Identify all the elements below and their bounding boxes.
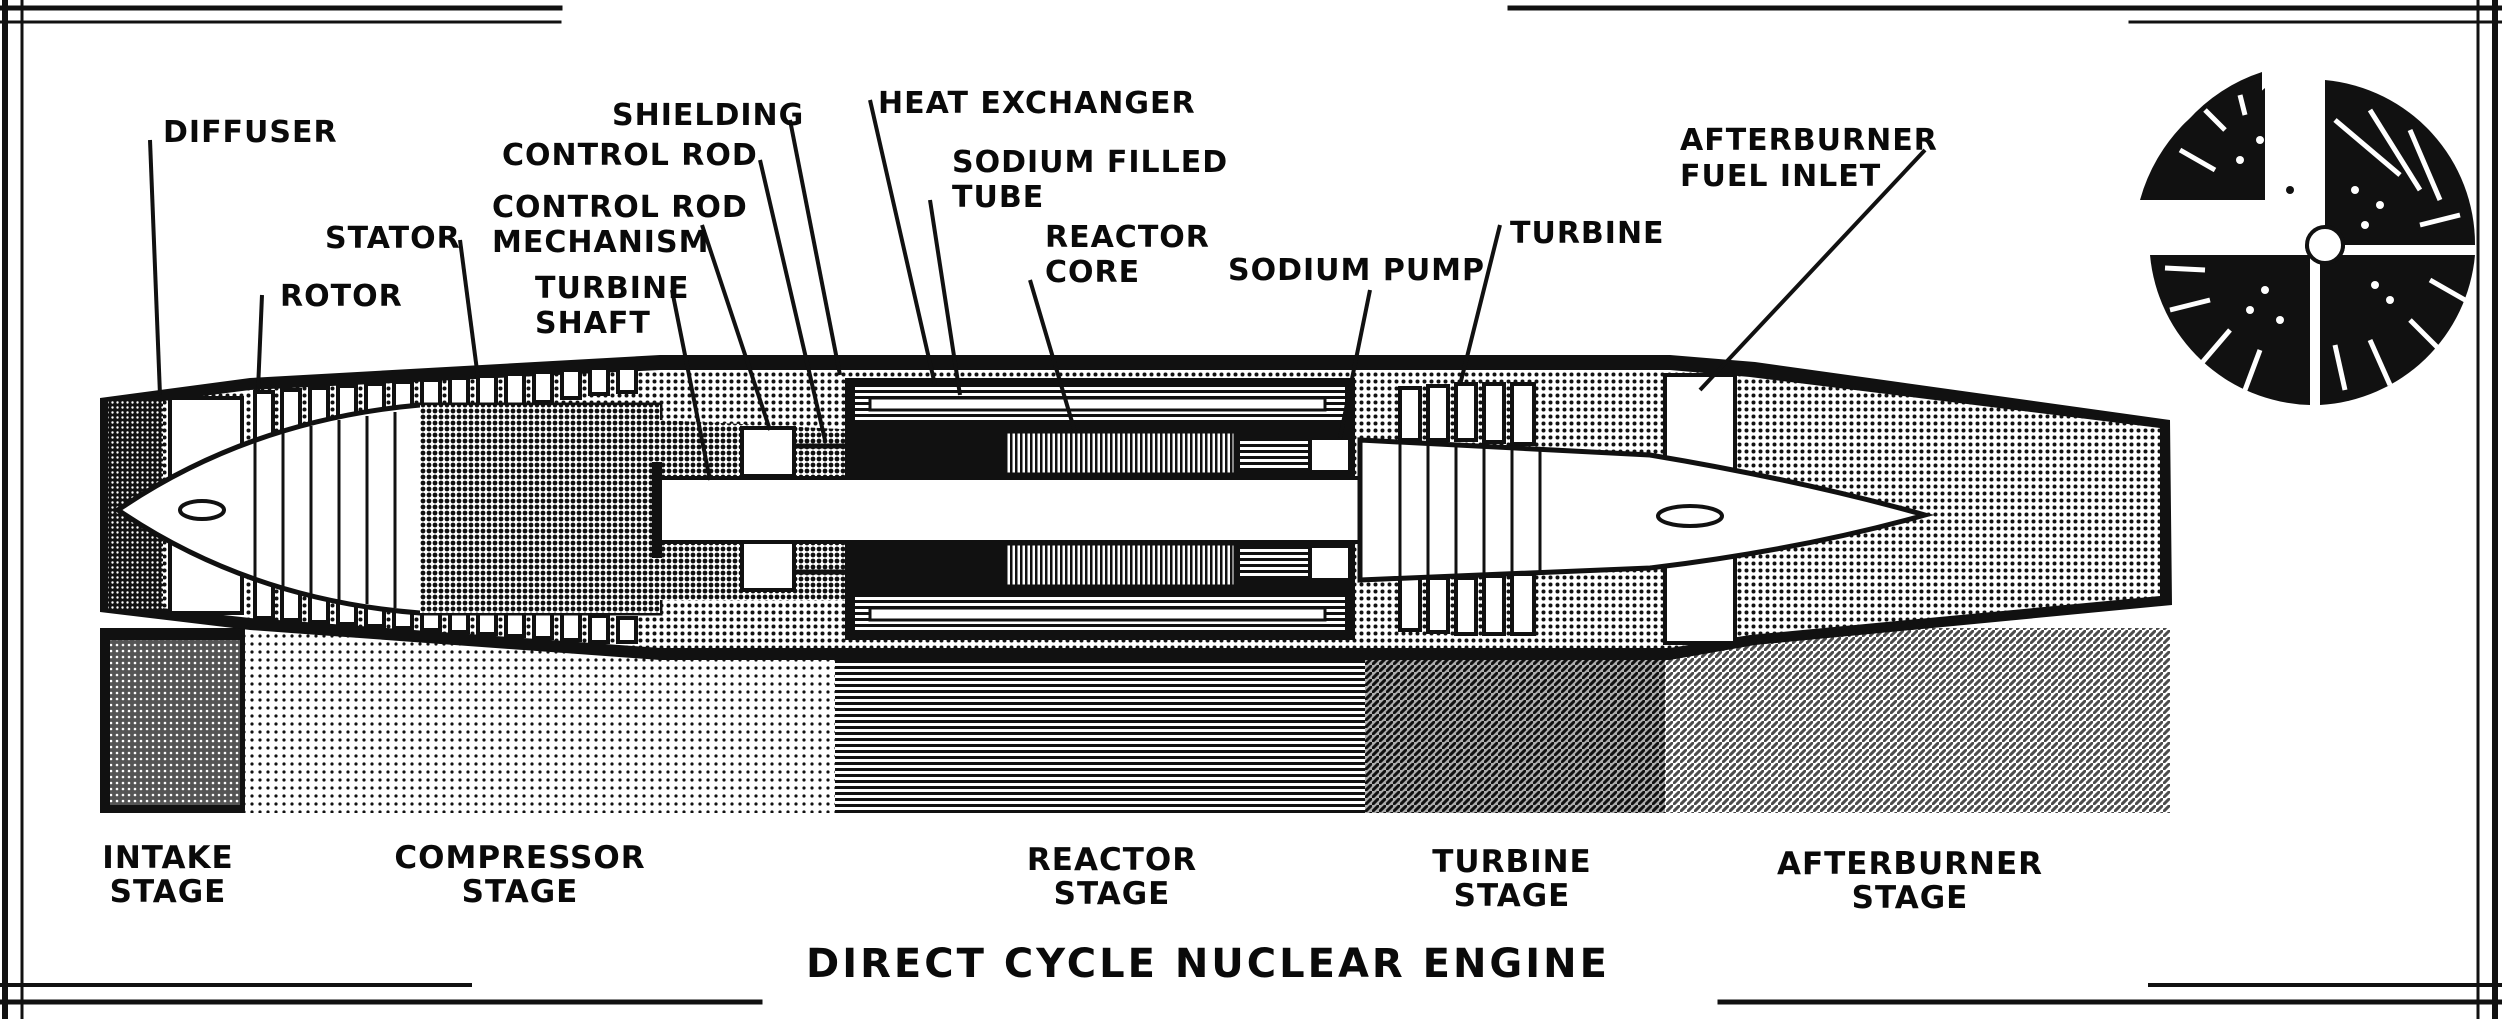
stage-turbine-1: TURBINE (1432, 844, 1591, 880)
label-rotor: ROTOR (280, 279, 403, 314)
tail-cone (1357, 437, 1935, 583)
turbine-shaft (658, 476, 1362, 544)
engine-body (100, 355, 2172, 660)
sodium-tube-top (868, 396, 1327, 412)
tail-bearing (1656, 504, 1724, 528)
callout-labels: DIFFUSER STATOR ROTOR SHIELDING CONTROL … (163, 86, 1938, 341)
inset-quadrant-2 (2320, 255, 2475, 405)
label-turbine: TURBINE (1510, 216, 1665, 251)
control-rod-mechanism-top (740, 426, 796, 478)
label-stator: STATOR (325, 221, 461, 256)
label-sodium-pump: SODIUM PUMP (1228, 253, 1485, 288)
label-control-rod-mechanism-2: MECHANISM (492, 225, 709, 260)
stage-afterburner-1: AFTERBURNER (1777, 846, 2043, 882)
label-heat-exchanger: HEAT EXCHANGER (878, 86, 1196, 121)
label-shielding: SHIELDING (612, 98, 804, 133)
page-title: DIRECT CYCLE NUCLEAR ENGINE (806, 941, 1610, 987)
inset-quadrant-4 (2140, 78, 2262, 200)
reactor-core-top (1003, 430, 1237, 476)
label-turbine-shaft-1: TURBINE (535, 271, 690, 306)
stage-intake-2: STAGE (110, 874, 227, 910)
label-afterburner-fuel-inlet-2: FUEL INLET (1680, 159, 1881, 194)
stage-compressor-1: COMPRESSOR (394, 840, 645, 876)
label-control-rod-mechanism-1: CONTROL ROD (492, 190, 748, 225)
label-sodium-filled-tube-1: SODIUM FILLED (952, 145, 1228, 180)
reactor-core-bottom (1003, 542, 1237, 588)
turbine-disks (1398, 442, 1542, 578)
leader-lines (148, 99, 1927, 481)
stage-afterburner-2: STAGE (1852, 880, 1969, 916)
nose-bearing (178, 499, 226, 521)
sodium-pump-top (1308, 436, 1352, 474)
cross-section-inset (2140, 72, 2476, 405)
label-control-rod: CONTROL ROD (502, 138, 758, 173)
stage-intake-1: INTAKE (102, 840, 233, 876)
stage-labels: INTAKE STAGE COMPRESSOR STAGE REACTOR ST… (102, 840, 2043, 916)
afterburner-band (1665, 628, 2170, 813)
sodium-pump-bottom (1308, 544, 1352, 582)
label-diffuser: DIFFUSER (163, 115, 338, 150)
label-reactor-core-1: REACTOR (1045, 220, 1210, 255)
stage-compressor-2: STAGE (462, 874, 579, 910)
stage-strip (100, 628, 2170, 813)
stage-reactor-1: REACTOR (1027, 842, 1197, 878)
label-reactor-core-2: CORE (1045, 255, 1140, 290)
stage-turbine-2: STAGE (1454, 878, 1571, 914)
label-afterburner-fuel-inlet-1: AFTERBURNER (1680, 123, 1938, 158)
sodium-tube-bottom (868, 606, 1327, 622)
label-turbine-shaft-2: SHAFT (535, 306, 651, 341)
control-rod-mechanism-bottom (740, 540, 796, 592)
stage-reactor-2: STAGE (1054, 876, 1171, 912)
label-sodium-filled-tube-2: TUBE (952, 180, 1044, 215)
